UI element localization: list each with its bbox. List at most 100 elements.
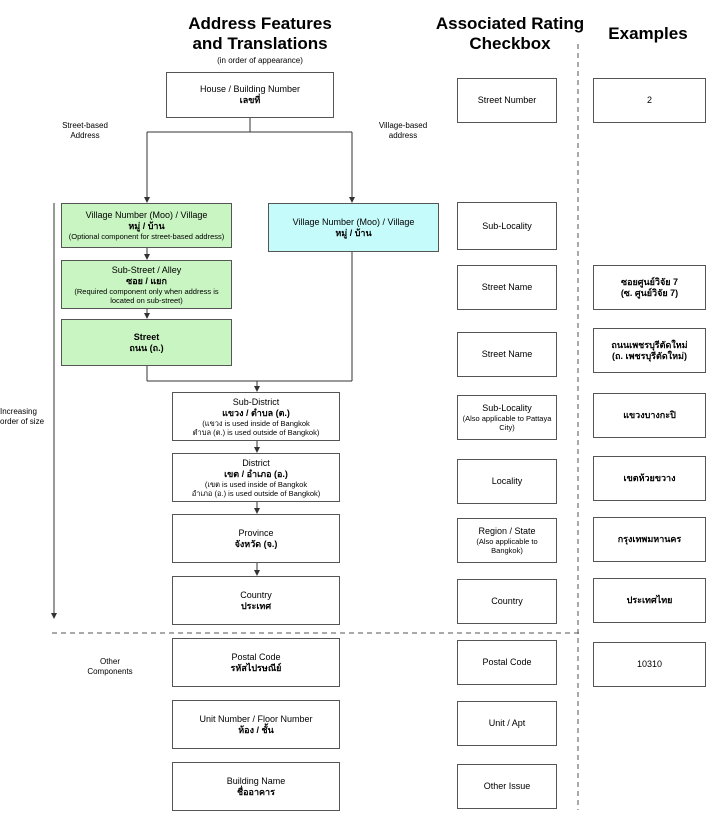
rating-street-name-1: Street Name: [457, 265, 557, 310]
increasing-line2: order of size: [0, 417, 45, 426]
rating-sub-locality-1-label: Sub-Locality: [482, 220, 532, 231]
village-village-th: หมู่ / บ้าน: [335, 227, 372, 238]
rating-other-label: Other Issue: [483, 781, 531, 791]
postal-en: Postal Code: [231, 651, 281, 662]
building-name-box: Building Name ชื่ออาคาร: [172, 762, 340, 811]
postal-code-box: Postal Code รหัสไปรษณีย์: [172, 638, 340, 687]
district-note1: (เขต is used inside of Bangkok: [204, 479, 308, 489]
example-subdistrict-value: แขวงบางกะปิ: [623, 410, 676, 420]
village-based-label: Village-based address: [368, 121, 438, 141]
example-subdistrict: แขวงบางกะปิ: [593, 393, 706, 438]
rating-unit-label: Unit / Apt: [488, 718, 526, 728]
village-village-en: Village Number (Moo) / Village: [292, 216, 415, 227]
substreet-box: Sub-Street / Alley ซอย / แยก (Required c…: [61, 260, 232, 309]
example-house-number: 2: [593, 78, 706, 123]
rating-postal-code: Postal Code: [457, 640, 557, 685]
subdistrict-note1: (แขวง is used inside of Bangkok: [202, 418, 310, 428]
subdistrict-en: Sub-District: [232, 396, 280, 407]
example-province: กรุงเทพมหานคร: [593, 517, 706, 562]
province-box: Province จังหวัด (จ.): [172, 514, 340, 563]
village-street-box: Village Number (Moo) / Village หมู่ / บ้…: [61, 203, 232, 248]
district-box: District เขต / อำเภอ (อ.) (เขต is used i…: [172, 453, 340, 502]
rating-region-label: Region / State: [478, 526, 536, 536]
unit-th: ห้อง / ชั้น: [238, 724, 274, 735]
postal-th: รหัสไปรษณีย์: [230, 662, 282, 673]
example-substreet: ซอยศูนย์วิจัย 7 (ซ. ศูนย์วิจัย 7): [593, 265, 706, 310]
example-district: เขตห้วยขวาง: [593, 456, 706, 501]
rating-street-name-2-label: Street Name: [481, 349, 533, 359]
rating-region: Region / State (Also applicable to Bangk…: [457, 518, 557, 563]
example-street-line1: ถนนเพชรบุรีตัดใหม่: [611, 339, 688, 350]
unit-number-box: Unit Number / Floor Number ห้อง / ชั้น: [172, 700, 340, 749]
village-based-line1: Village-based: [378, 121, 428, 130]
example-street: ถนนเพชรบุรีตัดใหม่ (ถ. เพชรบุรีตัดใหม่): [593, 328, 706, 373]
rating-region-note: (Also applicable to Bangkok): [476, 537, 538, 555]
rating-street-number: Street Number: [457, 78, 557, 123]
street-based-line1: Street-based: [62, 121, 108, 130]
features-title-line1: Address Features: [188, 14, 332, 33]
other-line2: Components: [87, 667, 133, 676]
village-based-line2: address: [388, 131, 418, 140]
district-en: District: [242, 457, 270, 468]
increasing-line1: Increasing: [0, 407, 37, 416]
example-country: ประเทศไทย: [593, 578, 706, 623]
rating-locality-label: Locality: [491, 476, 523, 486]
country-th: ประเทศ: [240, 600, 272, 611]
example-house-value: 2: [646, 95, 652, 105]
village-street-en: Village Number (Moo) / Village: [85, 210, 208, 220]
house-th: เลขที่: [239, 95, 261, 105]
example-postal-value: 10310: [636, 659, 663, 669]
country-en: Country: [240, 589, 272, 600]
rating-country: Country: [457, 579, 557, 624]
substreet-note: (Required component only when address is…: [74, 286, 219, 305]
house-en: House / Building Number: [199, 84, 301, 94]
features-subtitle: (in order of appearance): [217, 56, 303, 65]
rating-country-label: Country: [491, 596, 523, 606]
example-country-value: ประเทศไทย: [626, 595, 673, 605]
country-box: Country ประเทศ: [172, 576, 340, 625]
district-th: เขต / อำเภอ (อ.): [224, 468, 288, 479]
example-street-line2: (ถ. เพชรบุรีตัดใหม่): [612, 350, 687, 361]
street-th: ถนน (ถ.): [129, 342, 164, 353]
other-line1: Other: [99, 657, 120, 666]
rating-title: Associated Rating Checkbox: [420, 14, 600, 54]
unit-en: Unit Number / Floor Number: [199, 713, 313, 724]
province-en: Province: [238, 527, 274, 538]
rating-other-issue: Other Issue: [457, 764, 557, 809]
village-street-th: หมู่ / บ้าน: [128, 221, 165, 231]
rating-street-name-1-label: Street Name: [481, 282, 533, 292]
rating-locality: Locality: [457, 459, 557, 504]
rating-street-number-label: Street Number: [477, 95, 537, 105]
house-number-box: House / Building Number เลขที่: [166, 72, 334, 118]
rating-title-line2: Checkbox: [469, 34, 551, 53]
district-note2: อำเภอ (อ.) is used outside of Bangkok): [191, 488, 321, 498]
village-village-box: Village Number (Moo) / Village หมู่ / บ้…: [268, 203, 439, 252]
increasing-order-label: Increasing order of size: [0, 407, 56, 427]
example-postal-code: 10310: [593, 642, 706, 687]
village-street-note: (Optional component for street-based add…: [68, 232, 225, 241]
building-en: Building Name: [226, 775, 286, 786]
rating-unit: Unit / Apt: [457, 701, 557, 746]
example-district-value: เขตห้วยขวาง: [623, 473, 676, 483]
rating-sub-locality-1: Sub-Locality: [457, 202, 557, 250]
rating-street-name-2: Street Name: [457, 332, 557, 377]
street-box: Street ถนน (ถ.): [61, 319, 232, 366]
example-province-value: กรุงเทพมหานคร: [617, 534, 682, 544]
street-based-line2: Address: [70, 131, 100, 140]
other-components-label: Other Components: [75, 657, 145, 677]
building-th: ชื่ออาคาร: [237, 786, 275, 797]
subdistrict-box: Sub-District แขวง / ตำบล (ต.) (แขวง is u…: [172, 392, 340, 441]
substreet-en: Sub-Street / Alley: [111, 264, 182, 275]
features-title-line2: and Translations: [192, 34, 328, 53]
examples-title: Examples: [608, 24, 688, 43]
rating-sub-locality-2-label: Sub-Locality: [482, 403, 532, 413]
substreet-th: ซอย / แยก: [126, 275, 167, 286]
street-based-label: Street-based Address: [52, 121, 118, 141]
rating-sub-locality-2-note: (Also applicable to Pattaya City): [462, 414, 552, 432]
subdistrict-note2: ตำบล (ต.) is used outside of Bangkok): [192, 427, 320, 437]
street-en: Street: [133, 331, 160, 342]
example-substreet-line1: ซอยศูนย์วิจัย 7: [620, 276, 679, 287]
features-title: Address Features and Translations: [170, 14, 350, 54]
subdistrict-th: แขวง / ตำบล (ต.): [222, 407, 290, 418]
